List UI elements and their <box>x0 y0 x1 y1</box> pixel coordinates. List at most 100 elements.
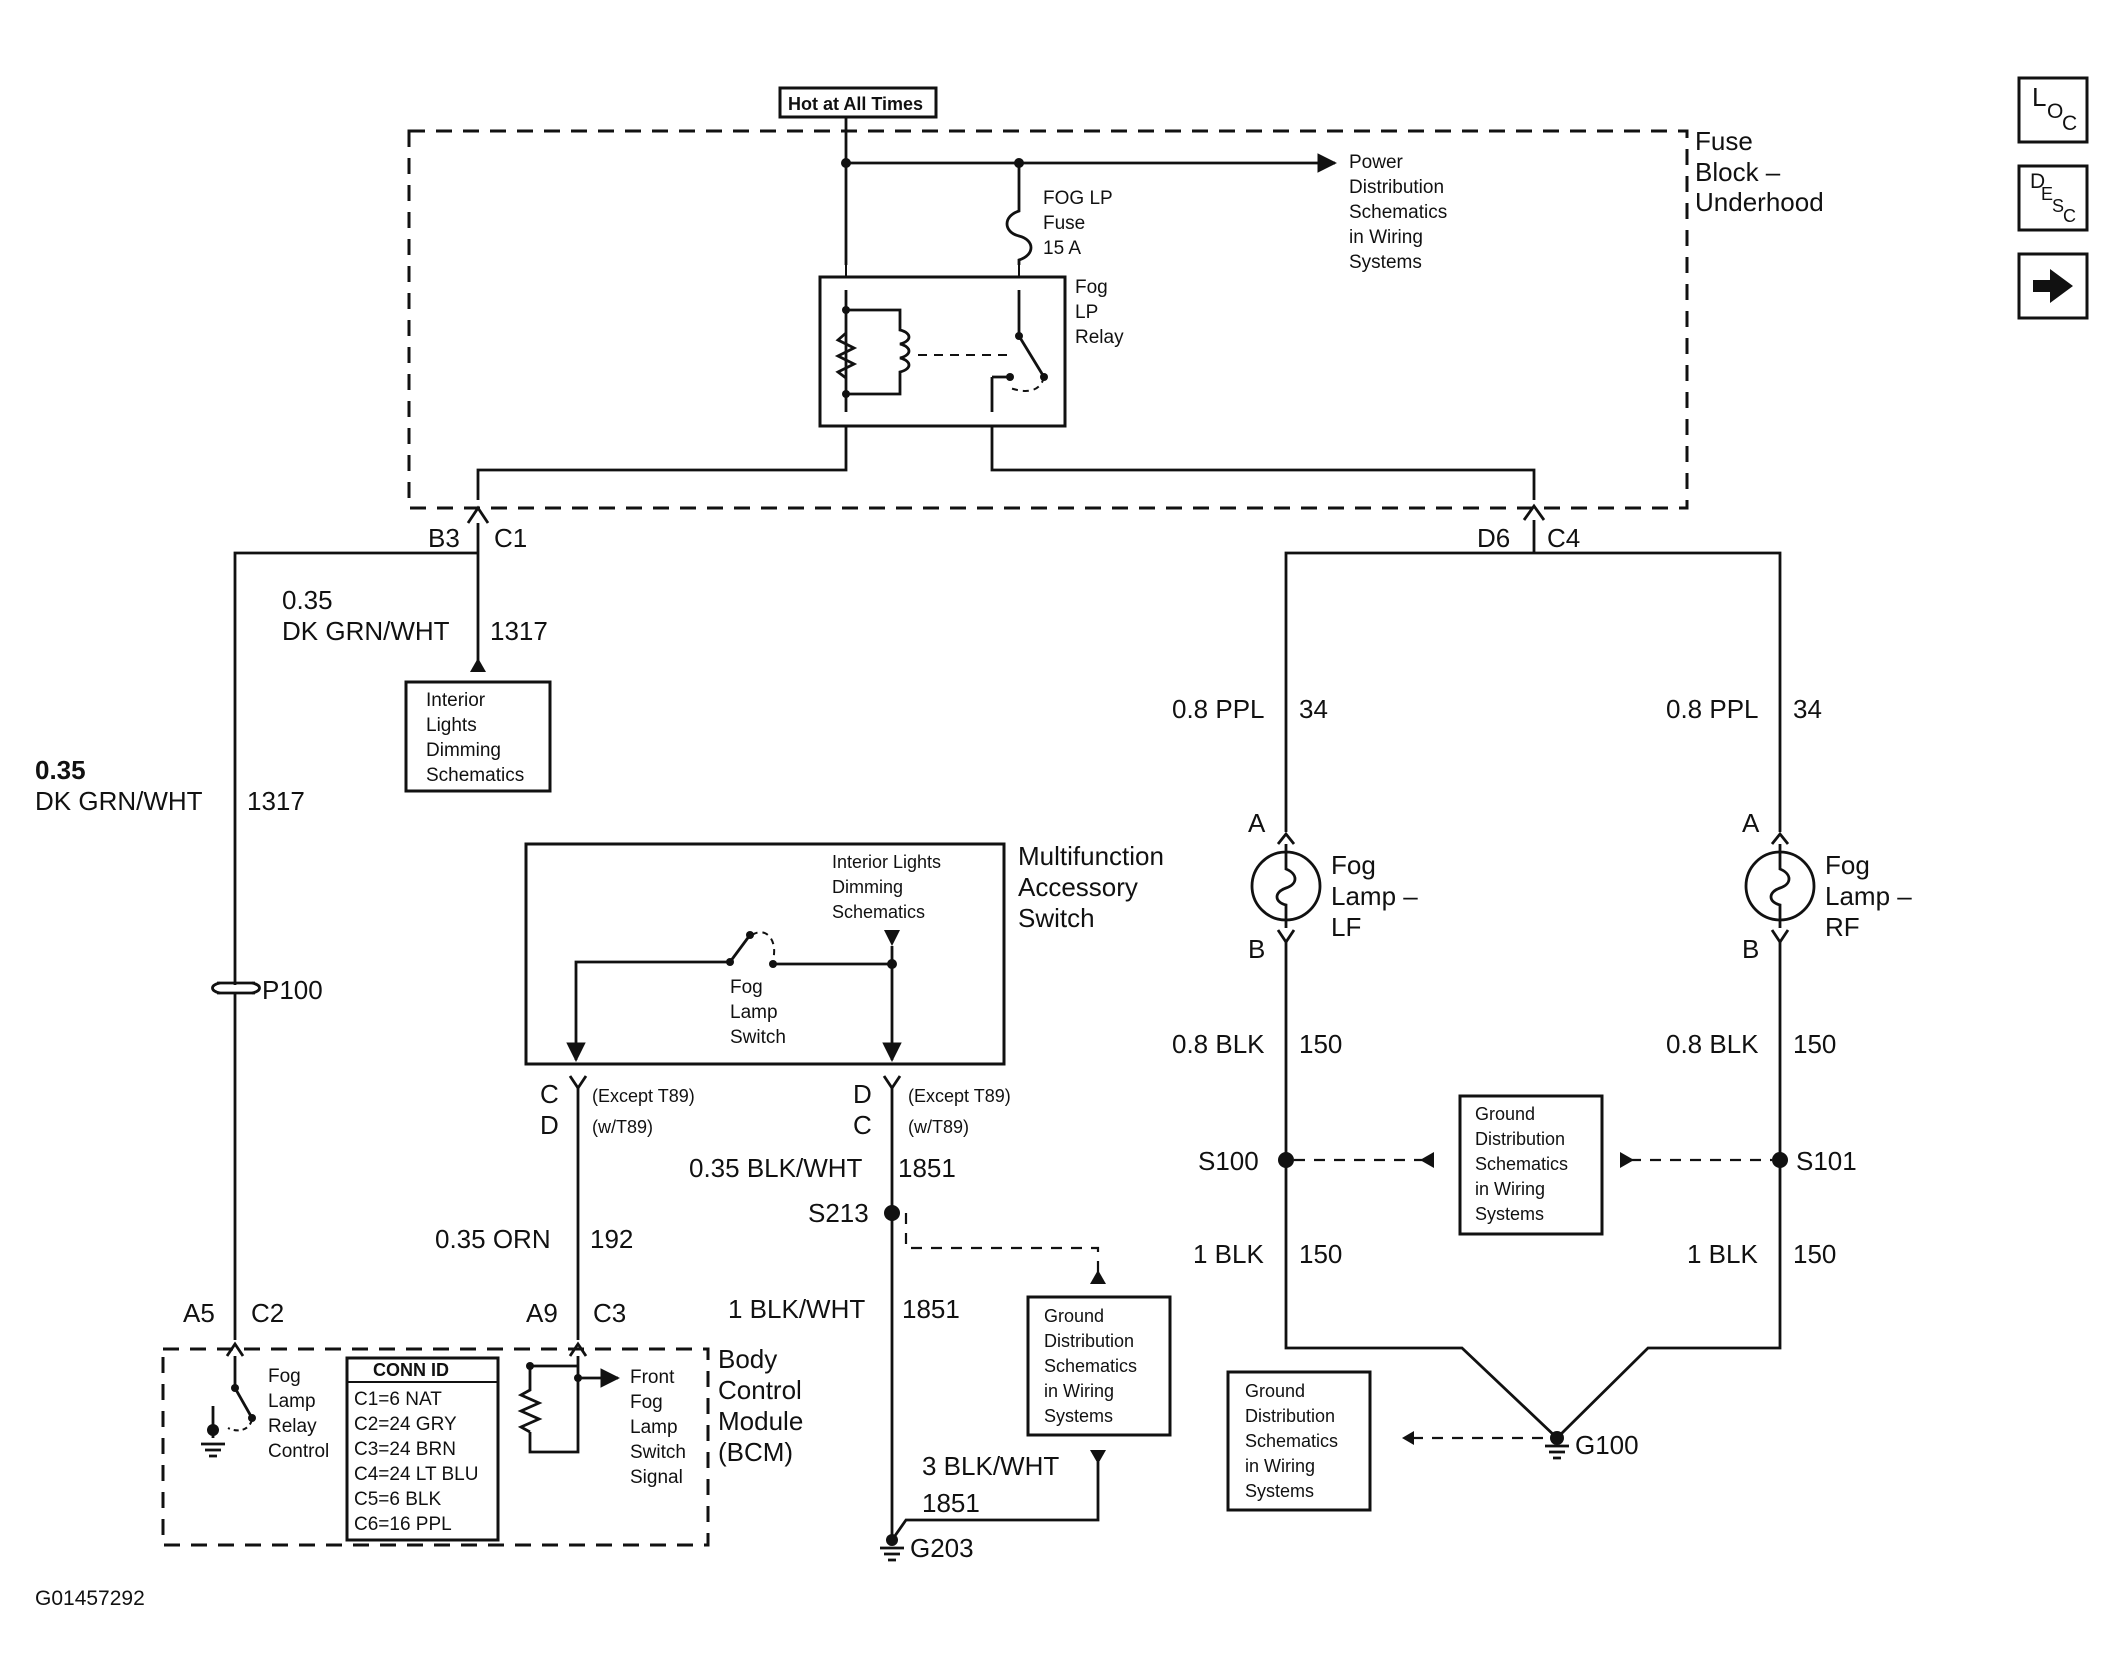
svg-text:L: L <box>2032 82 2046 112</box>
svg-text:Systems: Systems <box>1475 1204 1544 1224</box>
svg-text:Distribution: Distribution <box>1349 177 1444 198</box>
svg-text:C4=24 LT BLU: C4=24 LT BLU <box>354 1464 478 1485</box>
svg-text:0.35: 0.35 <box>282 585 333 615</box>
svg-text:0.8 PPL: 0.8 PPL <box>1172 694 1265 724</box>
wire-1851: 0.35 BLK/WHT 1851 1 BLK/WHT 1851 3 BLK/W… <box>689 1153 1059 1518</box>
ground-ref-box-3: Ground Distribution Schematics in Wiring… <box>1226 1370 1372 1512</box>
svg-text:Fog: Fog <box>1825 850 1870 880</box>
svg-text:in Wiring: in Wiring <box>1349 227 1423 248</box>
svg-text:Lamp –: Lamp – <box>1825 881 1912 911</box>
g203-ground: G203 <box>880 1533 974 1563</box>
svg-text:0.35 BLK/WHT: 0.35 BLK/WHT <box>689 1153 863 1183</box>
svg-text:Schematics: Schematics <box>832 902 925 922</box>
svg-text:34: 34 <box>1299 694 1328 724</box>
svg-text:Control: Control <box>718 1375 802 1405</box>
svg-text:LP: LP <box>1075 302 1098 323</box>
next-arrow-button[interactable] <box>2017 252 2089 320</box>
svg-text:C2: C2 <box>251 1298 284 1328</box>
svg-text:Systems: Systems <box>1245 1481 1314 1501</box>
fuse-block-outline <box>407 129 1689 510</box>
svg-text:34: 34 <box>1793 694 1822 724</box>
svg-text:in Wiring: in Wiring <box>1245 1456 1315 1476</box>
svg-text:Schematics: Schematics <box>426 765 524 786</box>
multifunction-accessory-switch: Multifunction Accessory Switch Interior … <box>524 841 1164 1066</box>
svg-text:0.35 ORN: 0.35 ORN <box>435 1224 551 1254</box>
svg-text:Switch: Switch <box>630 1442 686 1463</box>
svg-text:1317: 1317 <box>247 786 305 816</box>
svg-text:1 BLK: 1 BLK <box>1193 1239 1264 1269</box>
svg-text:LF: LF <box>1331 912 1361 942</box>
svg-text:P100: P100 <box>262 975 323 1005</box>
interior-lights-ref-box: Interior Lights Dimming Schematics <box>404 680 552 793</box>
svg-text:G100: G100 <box>1575 1430 1639 1460</box>
svg-text:Lamp: Lamp <box>630 1417 678 1438</box>
svg-text:Lamp: Lamp <box>268 1391 316 1412</box>
svg-text:Distribution: Distribution <box>1245 1406 1335 1426</box>
svg-text:150: 150 <box>1299 1029 1342 1059</box>
loc-button[interactable]: L O C <box>2017 76 2089 144</box>
svg-text:Relay: Relay <box>1075 327 1124 348</box>
svg-text:C3=24 BRN: C3=24 BRN <box>354 1439 456 1460</box>
desc-button[interactable]: D E S C <box>2017 164 2089 232</box>
svg-text:Fog: Fog <box>730 977 763 998</box>
svg-text:S100: S100 <box>1198 1146 1259 1176</box>
svg-text:S213: S213 <box>808 1198 869 1228</box>
fuse-block-title: Fuse Block – Underhood <box>1695 126 1824 217</box>
svg-text:1 BLK: 1 BLK <box>1687 1239 1758 1269</box>
svg-text:Schematics: Schematics <box>1349 202 1447 223</box>
ground-ref-box-1: Ground Distribution Schematics in Wiring… <box>1026 1295 1172 1437</box>
wire-ppl-rf: 0.8 PPL 34 <box>1666 694 1822 724</box>
svg-text:0.8 PPL: 0.8 PPL <box>1666 694 1759 724</box>
svg-text:150: 150 <box>1793 1029 1836 1059</box>
svg-text:Ground: Ground <box>1044 1306 1104 1326</box>
svg-text:Dimming: Dimming <box>426 740 501 761</box>
wire-blk-lf: 0.8 BLK 150 1 BLK 150 <box>1172 1029 1342 1269</box>
wire-ppl-lf: 0.8 PPL 34 <box>1172 694 1328 724</box>
svg-text:Power: Power <box>1349 152 1404 173</box>
fog-lp-relay: Fog LP Relay <box>818 265 1124 428</box>
svg-text:D: D <box>853 1079 872 1109</box>
svg-text:Distribution: Distribution <box>1044 1331 1134 1351</box>
svg-text:Fog: Fog <box>1331 850 1376 880</box>
svg-text:Dimming: Dimming <box>832 877 903 897</box>
bcm-outline <box>161 1347 710 1547</box>
wire-blk-rf: 0.8 BLK 150 1 BLK 150 <box>1666 1029 1836 1269</box>
svg-text:E: E <box>2041 184 2053 204</box>
svg-text:B3: B3 <box>428 523 460 553</box>
svg-text:Systems: Systems <box>1349 252 1422 273</box>
svg-text:Signal: Signal <box>630 1467 683 1488</box>
fog-lamp-lf: A B Fog Lamp – LF <box>1248 808 1418 964</box>
bcm-connectors: A5 C2 A9 C3 <box>183 1298 626 1328</box>
svg-text:C5=6 BLK: C5=6 BLK <box>354 1489 441 1510</box>
svg-text:1851: 1851 <box>902 1294 960 1324</box>
svg-text:DK GRN/WHT: DK GRN/WHT <box>282 616 450 646</box>
svg-text:in Wiring: in Wiring <box>1044 1381 1114 1401</box>
switch-connector-right: D C (Except T89) (w/T89) <box>853 1075 1011 1140</box>
bcm-title: Body Control Module (BCM) <box>718 1344 803 1467</box>
svg-text:Fuse: Fuse <box>1043 213 1085 234</box>
svg-text:G203: G203 <box>910 1533 974 1563</box>
bcm-relay-control: Fog Lamp Relay Control <box>201 1341 329 1462</box>
wire-1317-lower: 0.35 DK GRN/WHT 1317 <box>35 755 305 816</box>
svg-text:150: 150 <box>1299 1239 1342 1269</box>
svg-text:Front: Front <box>630 1367 675 1388</box>
svg-text:A9: A9 <box>526 1298 558 1328</box>
figure-id: G01457292 <box>35 1587 145 1610</box>
svg-text:Body: Body <box>718 1344 777 1374</box>
svg-text:Distribution: Distribution <box>1475 1129 1565 1149</box>
svg-text:150: 150 <box>1793 1239 1836 1269</box>
fog-lp-fuse: FOG LP Fuse 15 A <box>1005 158 1113 265</box>
svg-text:Underhood: Underhood <box>1695 187 1824 217</box>
svg-text:Schematics: Schematics <box>1475 1154 1568 1174</box>
svg-text:D6: D6 <box>1477 523 1510 553</box>
svg-text:Hot at All Times: Hot at All Times <box>788 94 923 114</box>
svg-text:C: C <box>2063 206 2076 226</box>
svg-text:0.8 BLK: 0.8 BLK <box>1172 1029 1265 1059</box>
svg-text:Schematics: Schematics <box>1044 1356 1137 1376</box>
svg-text:C1=6 NAT: C1=6 NAT <box>354 1389 442 1410</box>
svg-text:Schematics: Schematics <box>1245 1431 1338 1451</box>
svg-text:(w/T89): (w/T89) <box>908 1117 969 1137</box>
s213-splice: S213 <box>808 1198 900 1228</box>
svg-text:0.35: 0.35 <box>35 755 86 785</box>
p100-connector: P100 <box>211 975 323 1005</box>
